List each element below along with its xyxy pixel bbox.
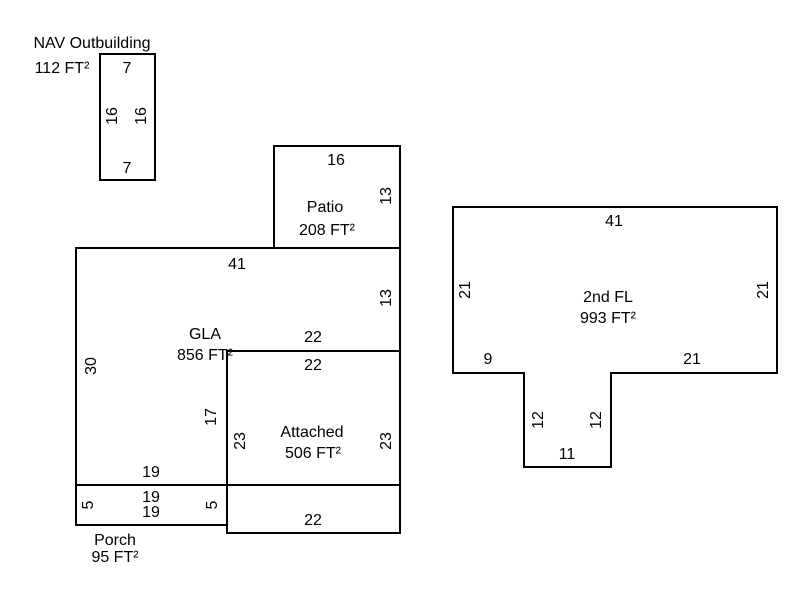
outbuilding-dim-right: 16: [133, 107, 150, 125]
porch-name: Porch: [94, 532, 136, 549]
outbuilding-dim-bottom: 7: [123, 160, 132, 177]
porch-dim-left: 5: [80, 500, 97, 509]
second-floor-dim-bottom-left: 9: [484, 351, 493, 368]
attached-dim-bottom: 22: [304, 512, 322, 529]
second-floor-name: 2nd FL: [583, 289, 633, 306]
second-floor-dim-notch-left: 12: [530, 411, 547, 429]
attached-dim-left: 23: [232, 432, 249, 450]
second-floor-dim-left: 21: [457, 281, 474, 299]
second-floor-dim-bottom-right: 21: [683, 351, 701, 368]
porch-area: 19 19 5 5 Porch 95 FT²: [75, 484, 228, 566]
second-floor-dim-notch-bottom: 11: [559, 446, 576, 463]
second-floor-dim-right: 21: [755, 281, 772, 299]
gla-dim-bottom: 19: [142, 464, 160, 481]
attached-outline: [226, 350, 401, 534]
second-floor-dim-top: 41: [605, 213, 623, 230]
patio-area-value: 208 FT²: [299, 222, 356, 239]
outbuilding-dim-left: 16: [104, 107, 121, 125]
outbuilding-outline: [99, 53, 156, 181]
outbuilding-name: NAV Outbuilding: [33, 35, 150, 52]
porch-dim-bottom: 19: [142, 504, 160, 521]
attached-area: 22 23 23 22 Attached 506 FT²: [226, 350, 401, 534]
attached-name: Attached: [280, 424, 343, 441]
outbuilding-dim-top: 7: [123, 60, 132, 77]
second-floor-dim-notch-right: 12: [588, 411, 605, 429]
porch-dim-right: 5: [204, 500, 221, 509]
outbuilding-area-value: 112 FT²: [35, 60, 91, 77]
second-floor-area-value: 993 FT²: [580, 310, 637, 327]
attached-dim-top: 22: [304, 357, 322, 374]
porch-area-value: 95 FT²: [91, 549, 139, 566]
patio-name: Patio: [307, 199, 344, 216]
attached-dim-right: 23: [378, 432, 395, 450]
second-floor-outline: [452, 206, 778, 468]
patio-dim-right: 13: [378, 187, 395, 205]
gla-dim-top: 41: [228, 256, 246, 273]
patio-dim-top: 16: [327, 152, 345, 169]
gla-dim-left: 30: [83, 357, 100, 375]
porch-outline: [75, 484, 228, 526]
gla-area-value: 856 FT²: [177, 347, 234, 364]
porch-dim-top: 19: [142, 489, 160, 506]
gla-dim-inner-vertical: 17: [203, 408, 220, 426]
gla-name: GLA: [189, 326, 221, 343]
gla-dim-inner-horizontal: 22: [304, 329, 322, 346]
attached-area-value: 506 FT²: [285, 445, 342, 462]
outbuilding-area: NAV Outbuilding 112 FT² 7 7 16 16: [33, 35, 156, 181]
second-floor-area: 41 21 21 9 21 12 12 11 2nd FL 993 FT²: [452, 206, 778, 468]
gla-dim-right: 13: [378, 289, 395, 307]
patio-area: 16 13 Patio 208 FT²: [273, 145, 401, 249]
